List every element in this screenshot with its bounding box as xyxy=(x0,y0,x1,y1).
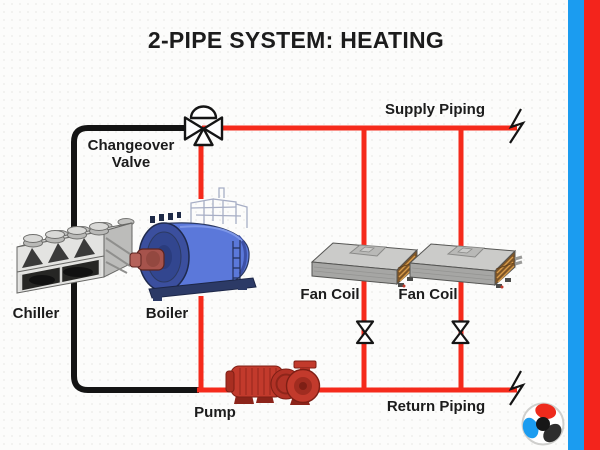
label-supply-piping: Supply Piping xyxy=(385,101,485,118)
pipe-break-supply-icon xyxy=(508,108,526,144)
label-fan-coil-right: Fan Coil xyxy=(398,286,458,303)
boiler-railing xyxy=(190,187,248,228)
chiller-illustration xyxy=(16,218,135,294)
label-changeover-line2: Valve xyxy=(111,154,151,171)
boiler-burner xyxy=(129,248,165,271)
pipe-break-return-icon xyxy=(508,370,526,406)
label-changeover-line1: Changeover xyxy=(87,137,175,154)
label-chiller: Chiller xyxy=(12,305,60,322)
label-changeover-valve: Changeover Valve xyxy=(88,137,175,171)
changeover-valve-icon xyxy=(183,105,224,147)
label-pump: Pump xyxy=(194,404,236,421)
label-return-piping: Return Piping xyxy=(386,398,486,415)
fan-logo-icon xyxy=(521,402,565,446)
chiller-fan-icons-front xyxy=(23,222,109,248)
zone-valve-right-icon xyxy=(451,320,470,345)
red-edge-stripe xyxy=(584,0,600,450)
page-title: 2-PIPE SYSTEM: HEATING xyxy=(147,27,445,53)
fan-coil-right-illustration xyxy=(408,242,524,290)
label-boiler: Boiler xyxy=(145,305,189,322)
label-fan-coil-left: Fan Coil xyxy=(300,286,360,303)
fan-coil-left-illustration xyxy=(310,241,426,289)
zone-valve-left-icon xyxy=(355,320,375,345)
boiler-illustration xyxy=(129,187,257,301)
pump-illustration xyxy=(225,360,321,405)
blue-edge-stripe xyxy=(568,0,584,450)
